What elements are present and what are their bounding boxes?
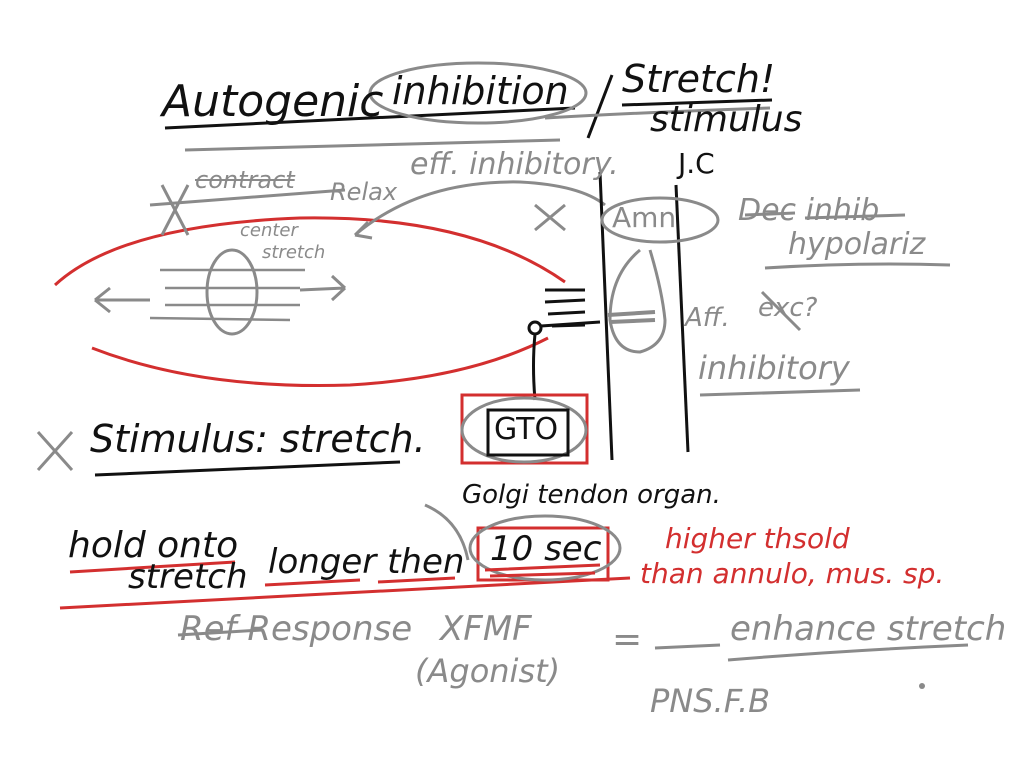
gto-label: GTO <box>494 412 559 447</box>
exc-label: exc? <box>758 293 818 323</box>
agonist-label: (Agonist) <box>415 652 561 690</box>
hypolariz-underline <box>764 262 951 270</box>
title-underline <box>164 106 576 130</box>
inhibit-strike <box>744 211 906 220</box>
enhance-strike <box>654 643 721 650</box>
exc-cross <box>760 290 802 332</box>
hypolariz-label: hypolariz <box>788 227 926 262</box>
title-autogenic: Autogenic <box>162 76 384 127</box>
spindle-stripes <box>149 268 305 322</box>
ten-sec-scribble <box>484 563 601 578</box>
spinal-line-right <box>674 184 690 453</box>
gto-circle <box>460 396 588 464</box>
stretch-arrow-left <box>94 286 150 314</box>
relax-arc-arrow <box>353 180 606 240</box>
golgi-connector <box>424 503 470 561</box>
stretch-bottom-label: stretch <box>128 557 248 597</box>
x-mark-spinal <box>534 203 566 232</box>
jc-label: J.C <box>678 147 715 180</box>
title-slash <box>586 74 614 139</box>
relax-label: Relax <box>330 178 398 206</box>
hold-onto-label: hold onto <box>68 525 239 566</box>
contract-label: contract <box>195 166 295 194</box>
amn-circle <box>600 196 720 244</box>
inhibitory-label: inhibitory <box>698 349 850 387</box>
ref-response-label: Ref Response <box>180 609 413 649</box>
gto-node <box>527 320 543 336</box>
aff-label: Aff. <box>685 303 730 333</box>
gto-afferent <box>532 320 601 401</box>
ref-strike <box>177 628 263 637</box>
ten-sec-label: 10 sec <box>490 529 602 569</box>
dec-inhib-label: Dec inhib <box>738 193 880 228</box>
muscle-top-outline <box>53 216 566 287</box>
inhibitory-underline <box>699 388 861 397</box>
pns-fb-label: PNS.F.B <box>650 682 771 720</box>
hold-underline <box>69 560 236 574</box>
inhibition-circle <box>368 61 588 125</box>
center-label: center <box>240 220 298 241</box>
stimulus-stretch-label: Stimulus: stretch. <box>90 417 426 461</box>
title-gray-underline <box>184 138 561 152</box>
enhance-stretch-label: enhance stretch <box>730 609 1007 649</box>
than-annulo-label: than annulo, mus. sp. <box>640 557 945 590</box>
stretch-red-underline <box>59 576 631 610</box>
xfmf-label: XFMF <box>440 609 532 649</box>
eff-inhibitory-label: eff. inhibitory. <box>410 147 619 182</box>
stretch-small-label: stretch <box>262 242 326 263</box>
stretch-arrow-right <box>299 274 347 302</box>
stimulus-underline <box>94 460 401 477</box>
stretch-underline <box>621 98 773 107</box>
gto-box <box>486 408 570 457</box>
longer-than-label: longer then <box>268 542 465 582</box>
muscle-bottom-outline <box>91 336 549 388</box>
title-stretch: Stretch! <box>622 57 776 101</box>
equals-label: = <box>612 619 643 660</box>
spindle-oval <box>205 248 259 336</box>
title-inhibition: inhibition <box>392 69 569 113</box>
amn-label: Amn <box>612 201 677 234</box>
dot-mark <box>919 683 925 689</box>
higher-threshold-label: higher thsold <box>665 522 850 555</box>
interneuron-scribble <box>607 310 656 324</box>
interneuron-loop <box>608 248 667 354</box>
tendon-lines <box>544 288 586 328</box>
enhance-underline <box>727 643 969 662</box>
title-stimulus: stimulus <box>650 99 803 140</box>
longer-underline <box>264 576 456 587</box>
golgi-tendon-label: Golgi tendon organ. <box>462 480 721 510</box>
ten-sec-circle <box>468 514 622 582</box>
contract-cross <box>149 184 346 236</box>
stretch-gray-underline <box>544 106 771 120</box>
stimulus-x <box>36 430 74 472</box>
